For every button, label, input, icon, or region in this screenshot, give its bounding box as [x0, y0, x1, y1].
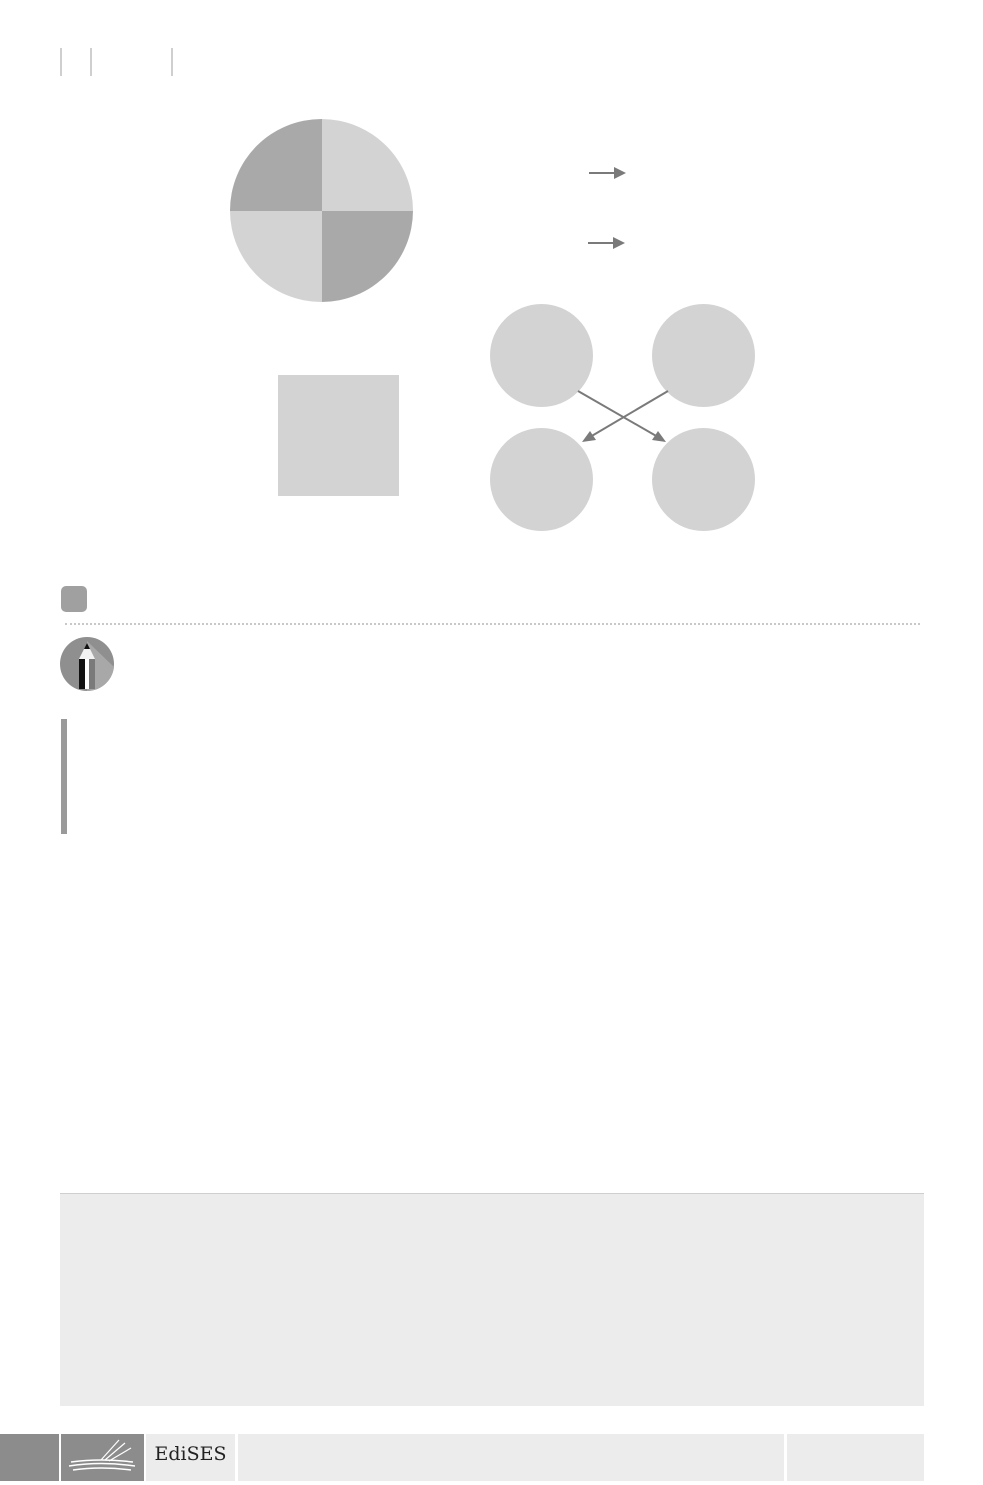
section-bullet [61, 586, 87, 612]
grey-square-figure [278, 375, 399, 496]
pie-quarter-bottom-right [321, 210, 413, 302]
pie-quarter-bottom-left [230, 210, 322, 302]
circle-bottom-left [490, 428, 593, 531]
footer-title-block [238, 1434, 784, 1481]
header-tick-1 [60, 48, 62, 76]
footer-logo-block [61, 1434, 144, 1481]
arrow-right-icon [588, 237, 625, 249]
pie-quarter-top-right [321, 119, 413, 211]
quartered-circle-figure [230, 119, 413, 302]
footer-brand-name: EdiSES [146, 1434, 235, 1481]
arrow-right-icon [589, 167, 626, 179]
pie-quarter-top-left [230, 119, 322, 211]
sidebar-accent-bar [61, 719, 67, 834]
circle-top-left [490, 304, 593, 407]
footer-right-block [787, 1434, 924, 1481]
dotted-divider [65, 623, 920, 625]
cross-arrows-diagram [577, 390, 669, 442]
circle-bottom-right [652, 428, 755, 531]
footer-page-number-block [0, 1434, 59, 1481]
circle-top-right [652, 304, 755, 407]
open-book-icon [68, 1439, 136, 1471]
header-tick-3 [171, 48, 173, 76]
header-tick-2 [90, 48, 92, 76]
grey-info-box [60, 1193, 924, 1406]
pencil-icon [60, 637, 114, 691]
page-footer: EdiSES [0, 1434, 983, 1481]
